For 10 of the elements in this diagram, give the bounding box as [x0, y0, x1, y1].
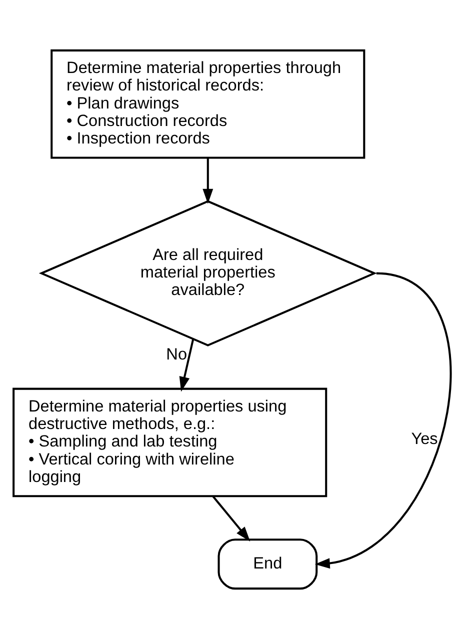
- arrow: [212, 496, 250, 542]
- arrow: [179, 338, 194, 392]
- edge-label: No: [166, 345, 188, 364]
- node-box: Determine material properties through review of historical records: • Plan drawings • Construction records • Inspection records: [50, 49, 366, 159]
- node-box: End: [218, 538, 318, 590]
- edge-label: Yes: [411, 430, 438, 448]
- node-box: Determine material properties using destructive methods, e.g.: • Sampling and lab testing • Vertical coring with wireline logging: [12, 388, 328, 498]
- arrow: [202, 158, 214, 204]
- arrow: [314, 272, 452, 569]
- node-diamond: Are all required material properties available?: [38, 200, 377, 346]
